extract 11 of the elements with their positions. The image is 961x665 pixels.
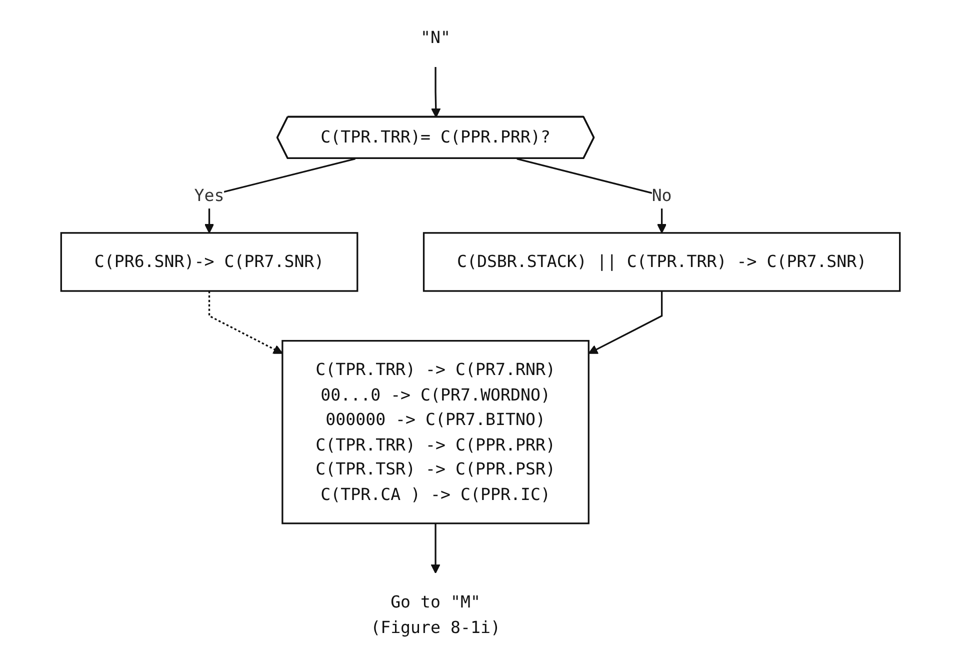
node-text: "N" — [420, 28, 451, 48]
arrow — [431, 66, 441, 118]
arrow — [208, 291, 283, 354]
node-box: C(DSBR.STACK) || C(TPR.TRR) -> C(PR7.SNR) — [422, 232, 901, 292]
node-box: C(TPR.TRR) -> C(PR7.RNR) 00...0 -> C(PR7.WORDNO) 000000 -> C(PR7.BITNO) C(TPR.TRR) -> C(PPR.PRR) C(TPR.TSR) -> C(PPR.PSR) C(TPR.CA ) -> C(PPR.IC) — [282, 340, 590, 524]
node-text: Go to "M" (Figure 8-1i) — [370, 592, 500, 637]
edge-label: Yes — [194, 185, 224, 206]
node-box: C(PR6.SNR)-> C(PR7.SNR) — [60, 232, 358, 292]
edge-label: No — [652, 185, 672, 206]
arrow — [430, 523, 440, 574]
arrow — [588, 291, 663, 354]
